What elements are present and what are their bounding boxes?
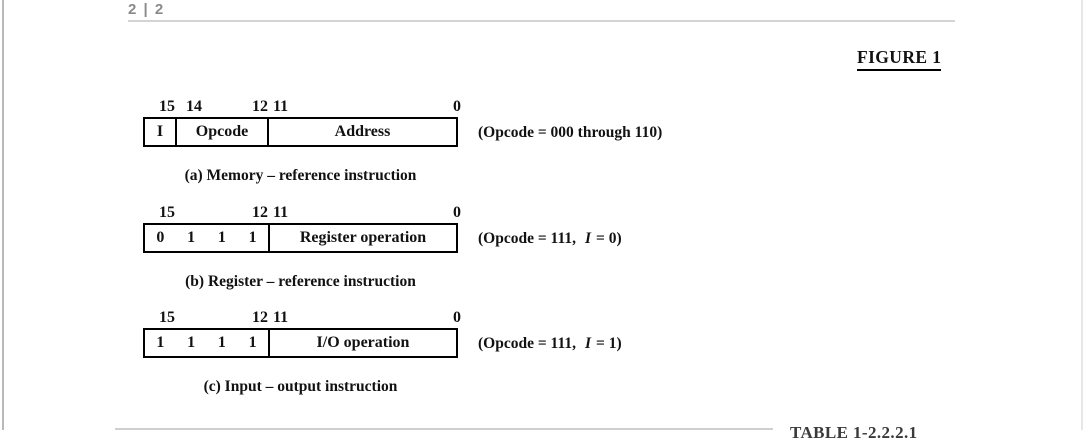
- field-opcode-bits: 1 1 1 1: [145, 330, 268, 356]
- bit-label-11: 11: [273, 98, 289, 115]
- bit-value: 1: [187, 334, 196, 351]
- bit-value: 1: [248, 334, 257, 351]
- note-value: = 1): [596, 335, 622, 352]
- bit-label-11: 11: [273, 309, 289, 326]
- bit-label-15: 15: [159, 309, 175, 326]
- instruction-word-box: I Opcode Address: [143, 117, 458, 147]
- field-address: Address: [267, 119, 456, 145]
- bit-label-15: 15: [159, 204, 175, 221]
- bit-value: 1: [217, 229, 226, 246]
- bit-label-0: 0: [453, 204, 461, 221]
- diagram-caption: (c) Input – output instruction: [203, 378, 398, 395]
- bit-label-11: 11: [273, 204, 289, 221]
- bit-label-15: 15: [159, 98, 175, 115]
- bottom-divider: [115, 428, 773, 430]
- bit-value: 1: [217, 334, 226, 351]
- bit-ruler: 15 12 11 0: [143, 204, 461, 223]
- instruction-format-memory-reference: 15 14 12 11 0 I Opcode Address (Opcode =…: [143, 98, 662, 184]
- page-left-border: [2, 0, 4, 430]
- bit-ruler: 15 12 11 0: [143, 309, 461, 328]
- bit-value: 1: [187, 229, 196, 246]
- opcode-note: (Opcode = 111, I= 0): [478, 230, 622, 248]
- note-text: (Opcode = 111,: [478, 230, 576, 247]
- diagram-caption: (b) Register – reference instruction: [185, 273, 416, 290]
- instruction-word-box: 0 1 1 1 Register operation: [143, 223, 458, 253]
- note-text: (Opcode = 000 through 110): [478, 124, 663, 141]
- field-opcode-bits: 0 1 1 1: [145, 225, 268, 251]
- bit-ruler: 15 14 12 11 0: [143, 98, 461, 117]
- note-variable: I: [584, 230, 592, 247]
- field-io-operation: I/O operation: [268, 330, 456, 356]
- bit-label-12: 12: [252, 204, 268, 221]
- next-table-title-clipped: TABLE 1-2.2.2.1: [790, 423, 918, 442]
- note-value: = 0): [596, 230, 622, 247]
- bit-label-14: 14: [186, 98, 202, 115]
- page-number-indicator: 2 | 2: [128, 1, 165, 18]
- instruction-format-input-output: 15 12 11 0 1 1 1 1 I/O operation (Opcode…: [143, 309, 622, 395]
- header-divider: [128, 20, 955, 22]
- diagram-caption: (a) Memory – reference instruction: [184, 167, 417, 184]
- bit-value: 0: [156, 229, 165, 246]
- figure-title: FIGURE 1: [857, 47, 942, 71]
- instruction-format-register-reference: 15 12 11 0 0 1 1 1 Register operation (O…: [143, 204, 622, 290]
- field-i-bit: I: [156, 123, 164, 140]
- page-right-border: [1081, 0, 1083, 430]
- bit-label-0: 0: [453, 309, 461, 326]
- bit-value: 1: [248, 229, 257, 246]
- bit-label-0: 0: [453, 98, 461, 115]
- instruction-word-box: 1 1 1 1 I/O operation: [143, 328, 458, 358]
- opcode-note: (Opcode = 111, I= 1): [478, 335, 622, 353]
- opcode-note: (Opcode = 000 through 110): [478, 124, 676, 142]
- bit-label-12: 12: [252, 309, 268, 326]
- note-variable: I: [584, 335, 592, 352]
- field-register-operation: Register operation: [268, 225, 456, 251]
- field-opcode: Opcode: [175, 119, 267, 145]
- bit-label-12: 12: [252, 98, 268, 115]
- bit-value: 1: [156, 334, 165, 351]
- note-text: (Opcode = 111,: [478, 335, 576, 352]
